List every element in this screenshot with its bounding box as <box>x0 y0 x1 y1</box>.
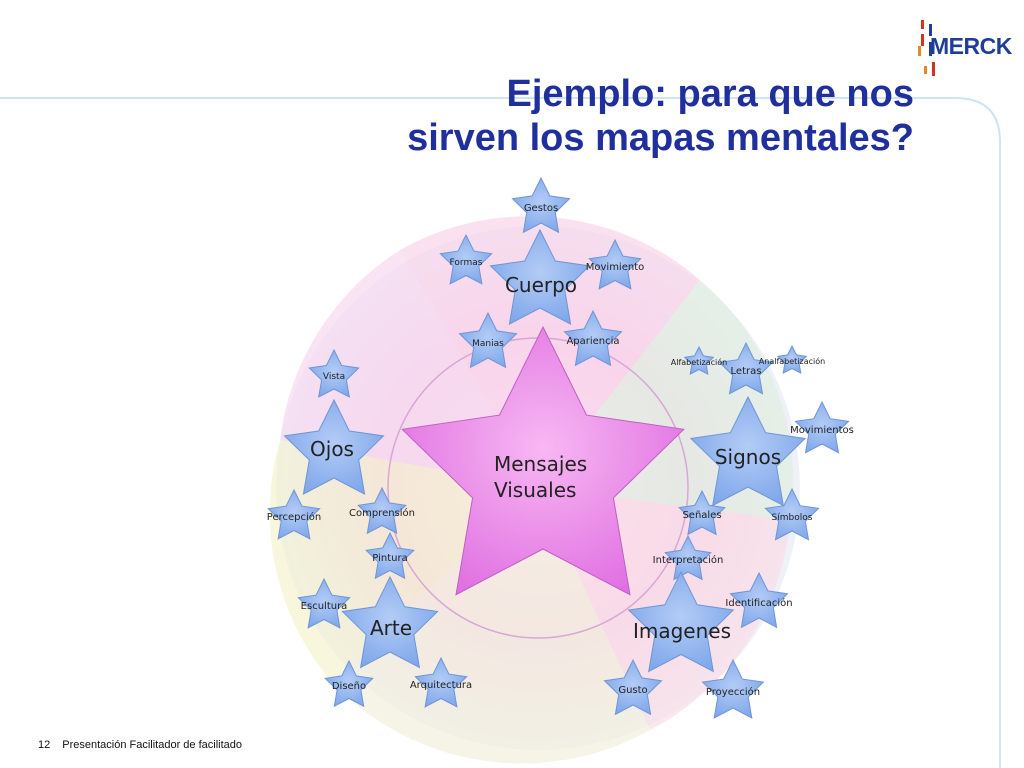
leaf-star-19 <box>664 534 712 581</box>
leaf-star-7 <box>267 488 321 540</box>
leaf-label-1: Gestos <box>524 203 558 214</box>
leaf-star-21 <box>603 658 663 716</box>
leaf-label-18: Arquitectura <box>410 680 472 691</box>
leaf-label-12: Movimientos <box>790 425 854 436</box>
leaf-star-15 <box>365 531 415 580</box>
leaf-label-9: Alfabetización <box>671 357 727 367</box>
hub-star-3 <box>689 395 807 507</box>
hub-label-3: Signos <box>715 445 781 469</box>
slide-footer: 12 Presentación Facilitador de facilitado <box>38 739 254 751</box>
leaf-label-16: Escultura <box>301 601 348 612</box>
slide-title: Ejemplo: para que nos sirven los mapas m… <box>314 72 914 160</box>
hub-star-1 <box>489 228 591 326</box>
slide-title-line-1: Ejemplo: para que nos <box>506 73 914 115</box>
footer-text: Presentación Facilitador de facilitado <box>62 739 243 751</box>
center-star <box>401 325 685 596</box>
hub-star-5 <box>627 570 735 673</box>
leaf-label-15: Pintura <box>372 553 407 564</box>
leaf-star-10 <box>718 341 774 395</box>
leaf-label-5: Apariencia <box>566 336 619 347</box>
hub-star-4 <box>341 575 439 669</box>
page-number: 12 <box>38 739 51 751</box>
leaf-star-12 <box>794 400 850 454</box>
leaf-label-19: Interpretación <box>653 554 724 566</box>
leaf-star-13 <box>678 489 726 536</box>
leaf-star-3 <box>588 238 642 290</box>
hub-label-5: Imagenes <box>633 619 731 643</box>
hub-label-4: Arte <box>370 616 412 640</box>
leaf-label-8: Comprensión <box>349 507 415 519</box>
leaf-star-6 <box>308 348 360 398</box>
leaf-label-4: Manias <box>472 339 504 349</box>
leaf-star-18 <box>414 656 468 708</box>
leaf-star-11 <box>776 344 808 375</box>
merck-logo <box>918 20 935 76</box>
leaf-star-1 <box>511 176 571 234</box>
leaf-label-3: Movimiento <box>586 262 645 273</box>
slide-title-line-2: sirven los mapas mentales? <box>407 117 914 159</box>
leaf-label-14: Símbolos <box>772 513 813 523</box>
leaf-label-6: Vista <box>323 372 345 382</box>
leaf-label-7: Percepción <box>267 511 321 523</box>
leaf-star-22 <box>701 658 765 719</box>
leaf-label-13: Señales <box>682 510 721 521</box>
leaf-star-14 <box>764 487 820 541</box>
leaf-label-21: Gusto <box>618 685 647 696</box>
hub-star-2 <box>283 398 385 496</box>
leaf-star-17 <box>324 659 374 708</box>
leaf-label-20: Identificación <box>725 597 792 609</box>
leaf-star-16 <box>297 577 351 629</box>
leaf-label-22: Proyección <box>706 686 760 698</box>
merck-logo-text: MERCK <box>930 33 1012 59</box>
leaf-star-2 <box>439 233 493 285</box>
leaf-label-10: Letras <box>731 366 762 377</box>
leaf-label-11: Analfabetización <box>759 356 825 366</box>
center-label-line-1: Mensajes <box>494 452 587 476</box>
leaf-star-9 <box>683 345 715 376</box>
hub-label-1: Cuerpo <box>505 273 577 297</box>
leaf-star-4 <box>458 311 518 369</box>
leaf-star-8 <box>357 486 407 535</box>
leaf-star-20 <box>729 571 789 629</box>
hub-label-2: Ojos <box>310 437 354 461</box>
leaf-label-2: Formas <box>450 258 483 268</box>
center-label-line-2: Visuales <box>494 478 576 502</box>
leaf-label-17: Diseño <box>332 681 366 692</box>
leaf-star-5 <box>563 309 623 367</box>
